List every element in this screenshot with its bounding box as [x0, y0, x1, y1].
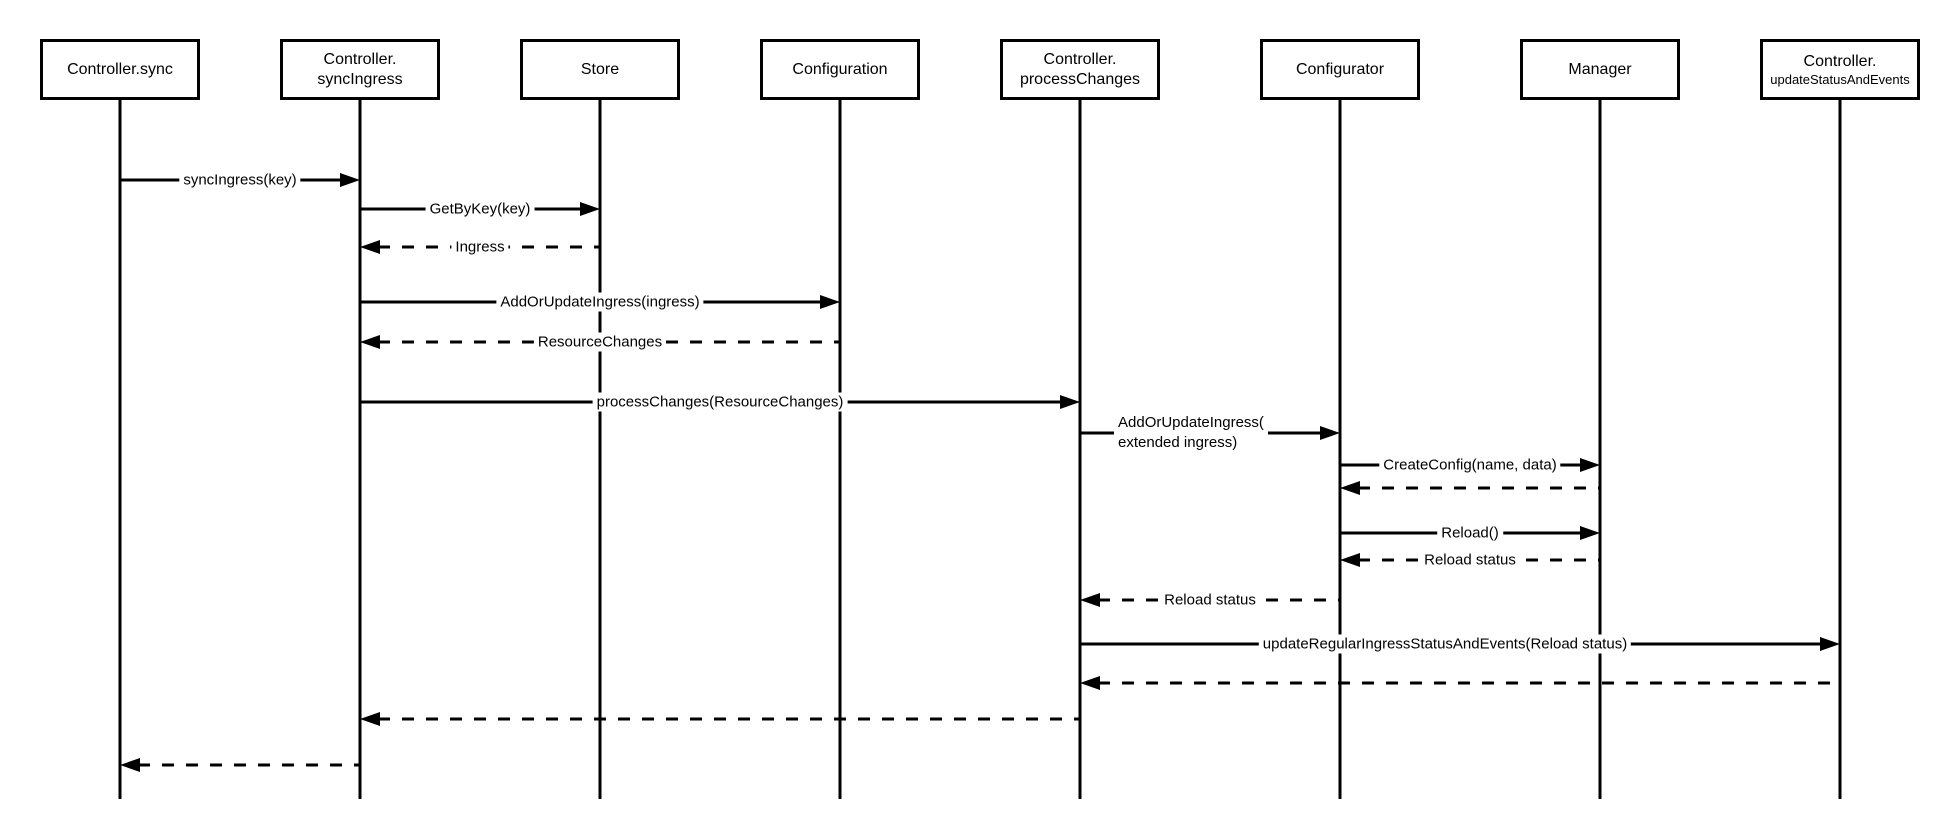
participant-label: Configurator — [1295, 60, 1385, 78]
participant-label: Manager — [1568, 60, 1632, 78]
message-label-reload: Reload() — [1437, 523, 1503, 543]
arrowhead-right-icon — [340, 173, 360, 187]
message-return-to-sync — [120, 758, 360, 772]
participant-box-controller-processchanges: Controller. processChanges — [1000, 39, 1160, 100]
message-resourcechanges-return — [360, 335, 840, 349]
message-label-addorupdateingress: AddOrUpdateIngress(ingress) — [496, 292, 704, 312]
arrowhead-left-icon — [1080, 593, 1100, 607]
arrowhead-right-icon — [1580, 458, 1600, 472]
message-createconfig-return — [1340, 481, 1600, 495]
participant-label: Store — [580, 60, 620, 78]
participant-box-store: Store — [520, 39, 680, 100]
participant-box-configuration: Configuration — [760, 39, 920, 100]
arrowhead-left-icon — [360, 335, 380, 349]
participant-box-configurator: Configurator — [1260, 39, 1420, 100]
arrowhead-right-icon — [1580, 526, 1600, 540]
participant-label: Configuration — [792, 60, 888, 78]
participant-label: processChanges — [1019, 70, 1141, 88]
arrowhead-left-icon — [360, 712, 380, 726]
participant-box-controller-sync: Controller.sync — [40, 39, 200, 100]
participant-box-manager: Manager — [1520, 39, 1680, 100]
arrowhead-right-icon — [1320, 426, 1340, 440]
arrowhead-left-icon — [120, 758, 140, 772]
arrowhead-left-icon — [360, 240, 380, 254]
participant-label: updateStatusAndEvents — [1770, 71, 1910, 87]
message-label-resourcechanges: ResourceChanges — [533, 332, 667, 352]
participant-label: Controller. — [323, 50, 397, 68]
message-label-createconfig: CreateConfig(name, data) — [1379, 455, 1561, 475]
arrowhead-right-icon — [580, 202, 600, 216]
participant-box-controller-syncingress: Controller. syncIngress — [280, 39, 440, 100]
participant-label: Controller.sync — [67, 60, 173, 78]
arrowhead-left-icon — [1080, 676, 1100, 690]
message-label-line1: AddOrUpdateIngress( — [1118, 414, 1264, 431]
message-label-getbykey: GetByKey(key) — [425, 199, 535, 219]
arrowhead-right-icon — [820, 295, 840, 309]
message-label-updateregularingressstatusandevents: updateRegularIngressStatusAndEvents(Relo… — [1258, 634, 1632, 654]
message-return-to-syncingress — [360, 712, 1080, 726]
arrowhead-right-icon — [1820, 637, 1840, 651]
message-label-reload-status-2: Reload status — [1160, 590, 1260, 610]
lifelines — [118, 100, 1842, 799]
arrowhead-left-icon — [1340, 481, 1360, 495]
message-label-reload-status-1: Reload status — [1420, 550, 1520, 570]
message-label-line2: extended ingress) — [1118, 434, 1238, 451]
message-label-syncingress-key: syncIngress(key) — [179, 170, 301, 190]
arrowhead-left-icon — [1340, 553, 1360, 567]
participant-box-controller-updatestatusandevents: Controller. updateStatusAndEvents — [1760, 39, 1920, 100]
participant-label: Controller. — [1803, 52, 1877, 70]
participant-label: Controller. — [1043, 50, 1117, 68]
message-return-to-processchanges — [1080, 676, 1840, 690]
message-label-addorupdateingress-extended: AddOrUpdateIngress( extended ingress) — [1114, 413, 1268, 453]
message-ingress-return — [360, 240, 600, 254]
message-label-processchanges: processChanges(ResourceChanges) — [592, 392, 848, 412]
message-label-ingress: Ingress — [451, 237, 509, 257]
participant-label: syncIngress — [317, 70, 403, 88]
arrowhead-right-icon — [1060, 395, 1080, 409]
